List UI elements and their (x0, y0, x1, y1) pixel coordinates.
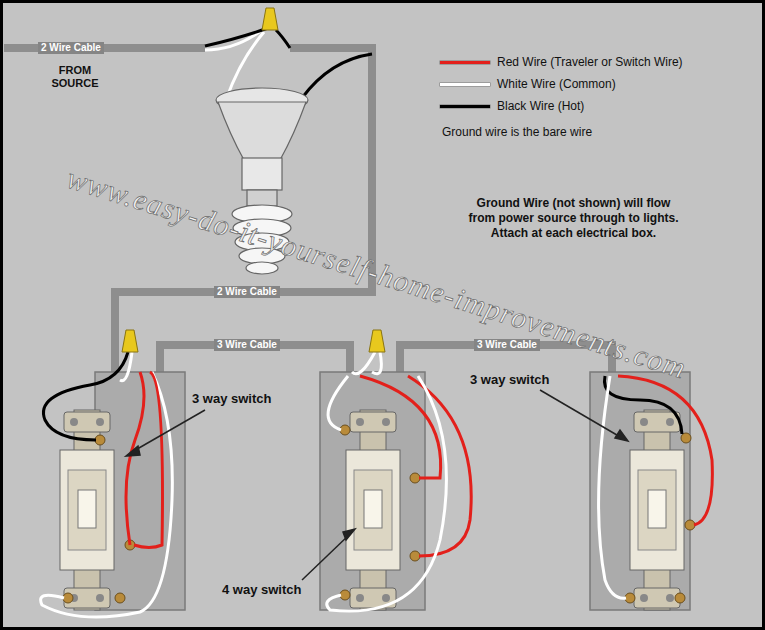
cable-label: 2 Wire Cable (38, 42, 104, 54)
legend-text: Black Wire (Hot) (497, 98, 584, 114)
legend-swatch (440, 61, 490, 64)
legend-swatch (440, 105, 490, 108)
cable-label: 2 Wire Cable (214, 286, 280, 298)
switch-label: 4 way switch (222, 582, 301, 597)
cable-label: 3 Wire Cable (474, 339, 540, 351)
legend-text: White Wire (Common) (497, 76, 616, 92)
ground-note: Ground Wire (not shown) will flow from p… (466, 196, 681, 241)
legend-note: Ground wire is the bare wire (442, 125, 592, 139)
switch-label: 3 way switch (192, 391, 271, 406)
legend-swatch (440, 83, 490, 86)
legend-text: Red Wire (Traveler or Switch Wire) (497, 54, 683, 70)
switch-label: 3 way switch (470, 372, 549, 387)
cable-label: 3 Wire Cable (214, 339, 280, 351)
source-label: FROM SOURCE (44, 64, 106, 90)
watermark: www.easy-do-it-yourself-home-improvement… (63, 161, 690, 386)
